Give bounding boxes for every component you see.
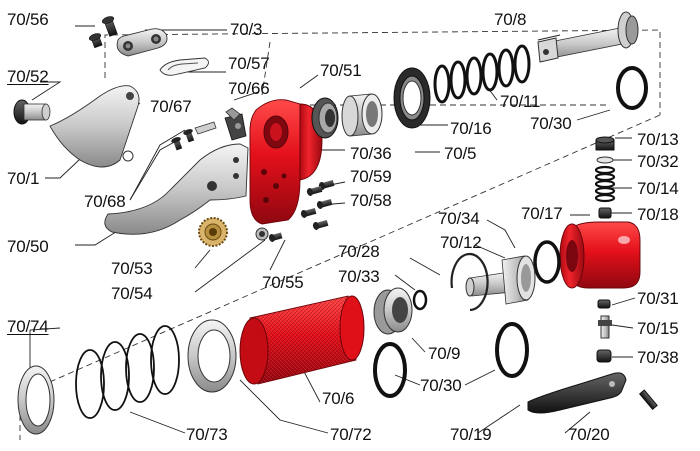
part-70-66-clip <box>225 107 241 121</box>
label-70-53: 70/53 <box>111 259 153 278</box>
label-70-33: 70/33 <box>338 267 380 286</box>
part-70-33-oring <box>412 289 428 311</box>
label-70-74: 70/74 <box>7 317 49 336</box>
part-70-1-blade <box>49 85 140 168</box>
part-70-67-spring-clip <box>194 113 247 141</box>
label-70-56: 70/56 <box>7 10 49 29</box>
part-70-3-link <box>116 28 168 57</box>
part-70-32-seal <box>596 156 614 164</box>
part-70-18-ball <box>598 207 612 219</box>
part-70-5-bushing <box>341 93 383 137</box>
label-70-67: 70/67 <box>150 97 192 116</box>
part-70-11-spring <box>433 44 531 104</box>
part-70-19-lever <box>527 372 627 414</box>
label-70-15: 70/15 <box>637 319 679 338</box>
part-70-53-gear-nut <box>198 217 228 247</box>
label-70-50: 70/50 <box>7 237 49 256</box>
label-70-12: 70/12 <box>440 233 482 252</box>
label-70-3: 70/3 <box>230 20 263 39</box>
part-70-31-ring <box>597 299 611 309</box>
part-70-8-piston-rod <box>537 11 639 63</box>
part-70-55-screw <box>268 232 283 242</box>
part-70-16-nut <box>393 67 431 129</box>
part-70-28-snap-ring <box>450 252 489 312</box>
label-70-20: 70/20 <box>568 425 610 444</box>
part-70-13-cap <box>595 136 615 151</box>
label-70-54: 70/54 <box>111 284 153 303</box>
part-70-56-screws <box>88 16 118 49</box>
label-70-28: 70/28 <box>338 242 380 261</box>
label-70-6: 70/6 <box>322 389 355 408</box>
part-70-51-red-head <box>249 99 323 225</box>
part-70-30-oring-top <box>616 66 648 110</box>
label-70-16: 70/16 <box>450 119 492 138</box>
label-70-36: 70/36 <box>350 144 392 163</box>
part-70-36-bearing <box>311 97 339 139</box>
label-70-1: 70/1 <box>7 169 40 188</box>
part-70-59-screws <box>306 179 335 196</box>
label-70-38: 70/38 <box>637 348 679 367</box>
label-70-59: 70/59 <box>350 167 392 186</box>
label-70-19: 70/19 <box>450 425 492 444</box>
label-70-17: 70/17 <box>521 204 563 223</box>
label-70-8: 70/8 <box>494 10 527 29</box>
part-70-20-pin <box>638 389 658 410</box>
part-70-68-screws <box>171 129 195 151</box>
label-70-52: 70/52 <box>7 67 49 86</box>
label-70-73: 70/73 <box>186 425 228 444</box>
part-70-9-guide <box>373 287 413 335</box>
label-70-66: 70/66 <box>228 79 270 98</box>
label-70-30-top: 70/30 <box>530 114 572 133</box>
part-70-50-hook-blade <box>104 143 249 235</box>
part-70-58-screws <box>300 198 333 230</box>
label-70-72: 70/72 <box>330 425 372 444</box>
part-70-54-washer <box>255 227 269 241</box>
label-70-5: 70/5 <box>444 144 477 163</box>
part-70-72-ring <box>187 319 237 393</box>
part-70-52-bolt <box>13 99 51 125</box>
label-70-58: 70/58 <box>350 191 392 210</box>
part-70-30-oring-lower <box>373 322 529 398</box>
part-70-38-seat <box>596 349 612 363</box>
label-70-9: 70/9 <box>428 344 461 363</box>
part-70-73-spring <box>75 325 180 419</box>
label-70-51: 70/51 <box>320 61 362 80</box>
part-70-15-pin <box>598 315 612 339</box>
part-70-17-valve-block <box>559 221 641 289</box>
part-70-6-cylinder <box>239 295 365 385</box>
label-70-31: 70/31 <box>637 289 679 308</box>
part-70-12-piston <box>465 255 536 305</box>
label-70-13: 70/13 <box>637 130 679 149</box>
label-70-11: 70/11 <box>500 92 541 111</box>
part-70-74-washer <box>17 365 55 435</box>
label-70-57: 70/57 <box>228 54 270 73</box>
label-70-32: 70/32 <box>637 152 679 171</box>
label-70-30-lower: 70/30 <box>420 376 462 395</box>
label-70-34: 70/34 <box>438 209 480 228</box>
part-70-34-oring <box>533 240 561 284</box>
part-70-57-clip <box>159 57 209 76</box>
label-70-55: 70/55 <box>262 273 304 292</box>
label-70-14: 70/14 <box>637 179 679 198</box>
label-70-18: 70/18 <box>637 205 679 224</box>
part-70-14-spring <box>594 165 616 203</box>
label-70-68: 70/68 <box>84 192 126 211</box>
